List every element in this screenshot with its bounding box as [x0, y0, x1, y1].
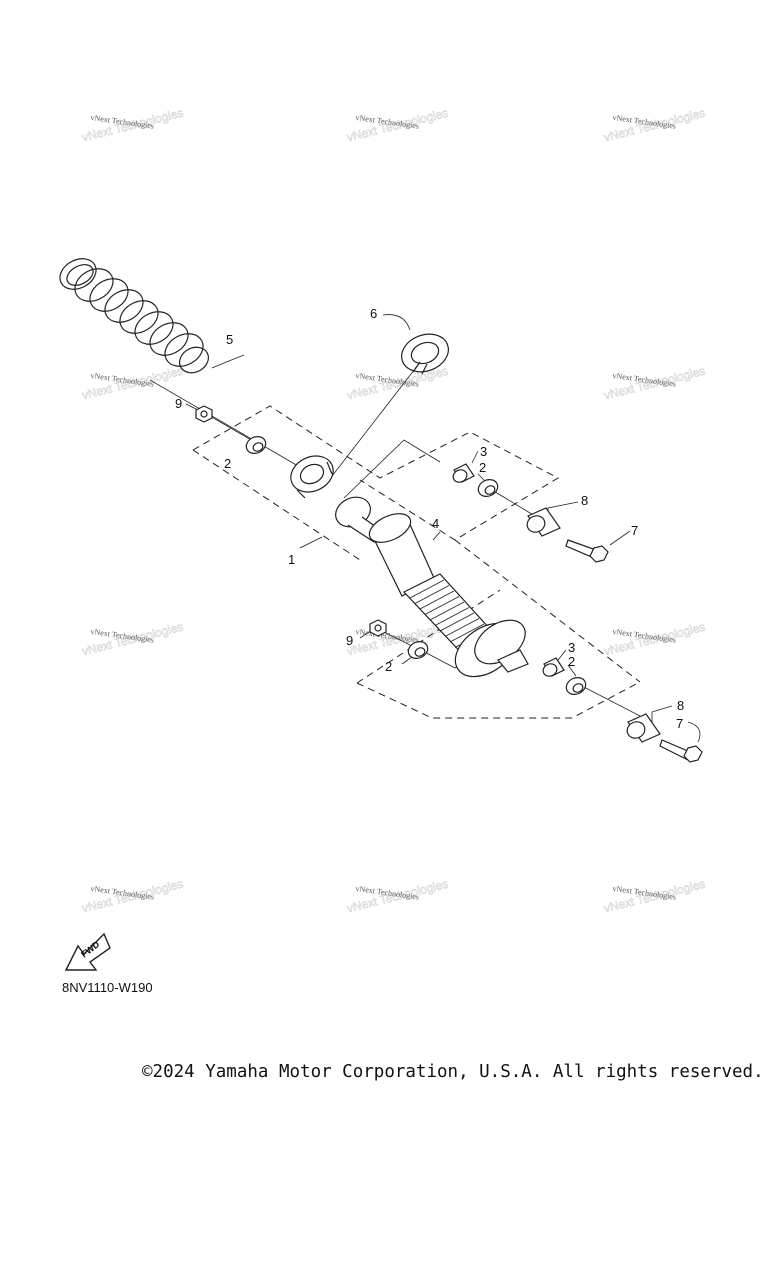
callout-9b: 9: [346, 633, 353, 648]
spacer-parts: [452, 463, 565, 677]
shock-body-rib: [429, 601, 465, 621]
callout-8a: 8: [581, 493, 588, 508]
callout-7b: 7: [676, 716, 683, 731]
shock-body-rib: [434, 607, 470, 626]
callout-4: 4: [432, 516, 439, 531]
collar-parts: [245, 436, 587, 695]
shock-body-rib: [409, 579, 445, 599]
coil-spring: [59, 258, 209, 374]
callout-5: 5: [226, 332, 233, 347]
callout-7a: 7: [631, 523, 638, 538]
kit-boundary: [192, 405, 641, 719]
callout-1: 1: [288, 552, 295, 567]
sleeve-parts: [526, 507, 661, 743]
callout-2d: 2: [568, 654, 575, 669]
copyright-notice: ©2024 Yamaha Motor Corporation, U.S.A. A…: [142, 1062, 764, 1082]
callout-2b: 2: [479, 460, 486, 475]
shock-body-rib: [424, 596, 460, 615]
callout-2c: 2: [385, 659, 392, 674]
callout-2a: 2: [224, 456, 231, 471]
callout-3b: 3: [568, 640, 575, 655]
shock-absorber-body: [368, 513, 529, 678]
callout-3a: 3: [480, 444, 487, 459]
shock-body-rib: [439, 612, 475, 632]
bolt-parts: [565, 539, 703, 763]
shock-body-rib: [414, 585, 450, 604]
nut-parts: [195, 405, 387, 637]
callout-9a: 9: [175, 396, 182, 411]
callout-6: 6: [370, 306, 377, 321]
shock-body-rib: [419, 590, 455, 610]
callout-8b: 8: [677, 698, 684, 713]
shock-body-rib: [444, 618, 480, 637]
upper-mount: [290, 455, 388, 543]
callout-labels: 1 2 2 2 2 3 3 4 5 6 7 7 8 8 9 9: [175, 306, 684, 731]
diagram-part-code: 8NV1110-W190: [62, 980, 153, 995]
spring-seat: [401, 333, 449, 375]
forward-direction-arrow-icon: FWD: [64, 932, 111, 971]
shock-body-rib: [449, 623, 485, 643]
